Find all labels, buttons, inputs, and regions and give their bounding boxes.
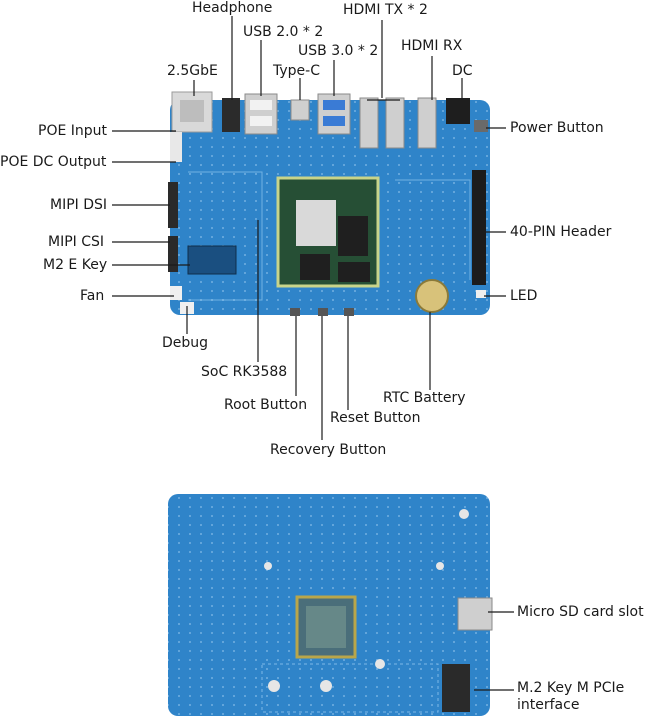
- label-mipi-csi: MIPI CSI: [48, 234, 105, 250]
- fan-connector: [170, 286, 182, 300]
- pin-header: [472, 170, 486, 285]
- rtc-battery: [415, 279, 449, 313]
- label-2-5gbe: 2.5GbE: [167, 63, 218, 79]
- label-debug: Debug: [162, 335, 209, 351]
- label-power-button: Power Button: [510, 120, 604, 136]
- label-type-c: Type-C: [273, 63, 320, 79]
- type-c-port: [290, 99, 310, 121]
- dc-jack: [446, 98, 470, 124]
- hdmi-rx-port: [417, 97, 437, 149]
- label-m2-key-m-line2: interface: [517, 697, 580, 713]
- label-rtc-battery: RTC Battery: [383, 390, 466, 406]
- label-poe-dc-output: POE DC Output: [0, 154, 107, 170]
- label-m2-e-key: M2 E Key: [43, 257, 108, 273]
- label-usb3: USB 3.0 * 2: [298, 43, 379, 59]
- label-microsd: Micro SD card slot: [517, 604, 644, 620]
- label-m2-key-m-line1: M.2 Key M PCIe: [517, 680, 625, 696]
- label-hdmi-rx: HDMI RX: [401, 38, 463, 54]
- label-poe-input: POE Input: [38, 123, 108, 139]
- soc-chip: [296, 200, 336, 246]
- power-button-part: [474, 120, 488, 132]
- label-recovery-button: Recovery Button: [270, 442, 387, 458]
- root-button-part: [290, 308, 300, 316]
- bottom-board: [168, 494, 493, 716]
- label-hdmi-tx: HDMI TX * 2: [343, 2, 428, 18]
- label-led: LED: [510, 288, 538, 304]
- label-fan: Fan: [80, 288, 105, 304]
- label-mipi-dsi: MIPI DSI: [50, 197, 108, 213]
- hdmi-tx-port-2: [385, 97, 405, 149]
- label-usb2: USB 2.0 * 2: [243, 24, 324, 40]
- mipi-dsi-connector: [168, 182, 178, 228]
- microsd-slot: [457, 597, 493, 631]
- leader-lines-bottom: [474, 611, 514, 691]
- poe-header: [170, 132, 182, 162]
- label-reset-button: Reset Button: [330, 410, 421, 426]
- recovery-button-part: [318, 308, 328, 316]
- mipi-csi-connector: [168, 236, 178, 272]
- headphone-jack: [222, 98, 240, 132]
- m2-key-m-slot: [442, 664, 470, 712]
- m2-e-key-slot: [187, 245, 237, 275]
- hdmi-tx-port-1: [359, 97, 379, 149]
- label-40-pin-header: 40-PIN Header: [510, 224, 612, 240]
- label-root-button: Root Button: [224, 397, 308, 413]
- label-dc: DC: [452, 63, 473, 79]
- top-board: [168, 91, 490, 316]
- label-headphone: Headphone: [192, 0, 273, 16]
- label-soc: SoC RK3588: [201, 364, 288, 380]
- leader-lines: [112, 16, 506, 440]
- led-part: [476, 290, 486, 298]
- reset-button-part: [344, 308, 354, 316]
